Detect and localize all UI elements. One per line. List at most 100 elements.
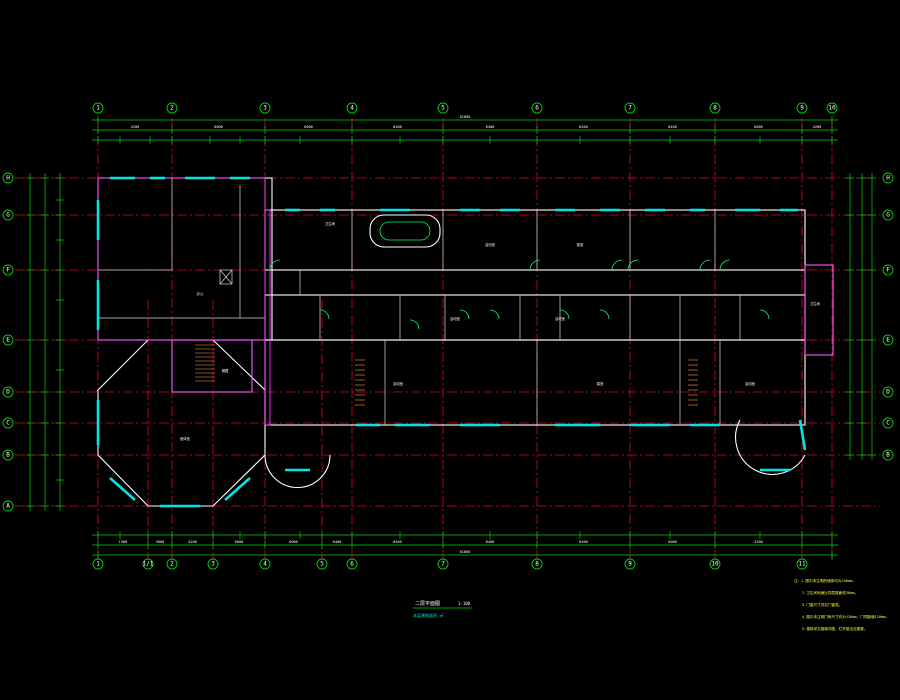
axis-bubble-top: [796, 102, 808, 114]
room-label: 寝室: [597, 381, 604, 386]
dimension-value: 8400: [579, 125, 588, 129]
axis-bubble-bottom-label: 1: [96, 561, 100, 568]
door-swing: [699, 259, 711, 271]
axis-bubble-left-label: H: [6, 175, 10, 182]
dimension-value: 8400: [579, 540, 588, 544]
door-swing: [489, 309, 500, 320]
axis-bubble-bottom-label: 4: [263, 561, 267, 568]
axis-bubble-bottom: [207, 558, 219, 570]
axis-bubble-bottom-label: 7: [441, 561, 445, 568]
axis-bubble-top-label: 10: [828, 105, 836, 112]
room-label: 储藏: [222, 368, 229, 373]
axis-bubble-left-label: G: [6, 212, 10, 219]
axis-bubble-top: [437, 102, 449, 114]
axis-bubble-bottom: [437, 558, 449, 570]
axis-bubble-bottom: [709, 558, 721, 570]
axis-bubble-top: [346, 102, 358, 114]
axis-bubble-right: [882, 264, 894, 276]
drawing-subtitle: 本层建筑面积 ㎡: [413, 612, 443, 618]
wall-outline: [804, 264, 834, 356]
dimension-value: 6000: [754, 125, 763, 129]
axis-bubble-right: [882, 449, 894, 461]
axis-bubble-right: [882, 417, 894, 429]
axis-bubble-left: [2, 172, 14, 184]
dimension-value: 8400: [393, 540, 402, 544]
axis-bubble-top-label: 6: [535, 105, 539, 112]
axis-bubble-right-label: H: [886, 175, 890, 182]
dimension-value: 6000: [289, 540, 298, 544]
axis-bubble-top: [259, 102, 271, 114]
dimension-value: 8400: [486, 125, 495, 129]
axis-bubble-bottom-label: 2: [170, 561, 174, 568]
axis-bubble-left: [2, 264, 14, 276]
axis-bubble-bottom: [166, 558, 178, 570]
axis-bubble-bottom: [316, 558, 328, 570]
plan-details: [195, 221, 770, 406]
window-openings: [96, 176, 807, 508]
room-label: 寝室: [577, 242, 584, 247]
wall-outline: [264, 339, 806, 426]
door-swing: [409, 319, 420, 330]
axis-bubble-right-label: G: [886, 212, 890, 219]
axis-bubble-left: [2, 449, 14, 461]
bay-window: [264, 454, 331, 489]
door-swing: [269, 259, 281, 271]
window-opening: [224, 477, 251, 501]
dimension-value: 4200: [754, 540, 763, 544]
axis-bubble-top: [92, 102, 104, 114]
window-opening: [109, 477, 136, 501]
axis-bubble-bottom-label: 5: [320, 561, 324, 568]
axis-bubble-left: [2, 500, 14, 512]
dimension-value: 1500: [119, 540, 128, 544]
dimension-value: 6000: [304, 125, 313, 129]
axis-bubble-left-label: E: [6, 337, 10, 344]
drawing-scale: 1:100: [458, 601, 471, 606]
axis-bubble-top: [826, 102, 838, 114]
dimension-value: 3600: [156, 540, 165, 544]
axis-bubble-right-label: B: [886, 452, 890, 459]
door-swing: [627, 259, 639, 271]
axis-bubble-bottom: [142, 558, 154, 570]
axis-bubble-right-label: C: [886, 420, 890, 427]
axis-bubble-top-label: 3: [263, 105, 267, 112]
axis-bubble-left: [2, 386, 14, 398]
axis-bubble-bottom-label: 1/1: [143, 561, 154, 568]
axis-bubble-right: [882, 334, 894, 346]
door-swing: [529, 259, 541, 271]
drawing-title-block: 二层平面图 1:100 本层建筑面积 ㎡: [413, 601, 472, 618]
axis-bubble-bottom-label: 3: [211, 561, 215, 568]
building-walls: [97, 177, 834, 507]
axis-bubble-right-label: E: [886, 337, 890, 344]
dimension-value: 6000: [214, 125, 223, 129]
axis-bubble-top-label: 2: [170, 105, 174, 112]
axis-bubble-bottom: [92, 558, 104, 570]
door-swing: [599, 309, 610, 320]
axis-bubble-right: [882, 172, 894, 184]
dimension-value: 4200: [188, 540, 197, 544]
wall-outline: [264, 294, 806, 341]
axis-bubble-top-label: 7: [628, 105, 632, 112]
elevator-cross: [219, 269, 233, 285]
elevator-shaft: [219, 269, 233, 285]
room-label: 活动室: [450, 316, 461, 321]
room-label: 办公: [197, 291, 204, 296]
axis-bubble-bottom: [796, 558, 808, 570]
bay-window: [735, 419, 806, 475]
axis-bubble-right: [882, 209, 894, 221]
door-swing: [611, 259, 623, 271]
room-label: 活动室: [485, 242, 496, 247]
note-line: 4.图中未注明门垛尺寸均为120mm，门洞距墙120mm。: [802, 614, 889, 619]
axis-bubble-top: [624, 102, 636, 114]
oval-inner: [379, 221, 431, 241]
room-label: 活动室: [393, 381, 404, 386]
dimension-value: 8400: [668, 125, 677, 129]
room-label: 活动室: [555, 316, 566, 321]
axis-bubble-left: [2, 209, 14, 221]
room-label: 活动室: [745, 381, 756, 386]
dimension-value: 8400: [393, 125, 402, 129]
axis-bubble-top-label: 9: [800, 105, 804, 112]
axis-bubble-right-label: D: [886, 389, 890, 396]
axis-bubble-bottom-label: 8: [535, 561, 539, 568]
